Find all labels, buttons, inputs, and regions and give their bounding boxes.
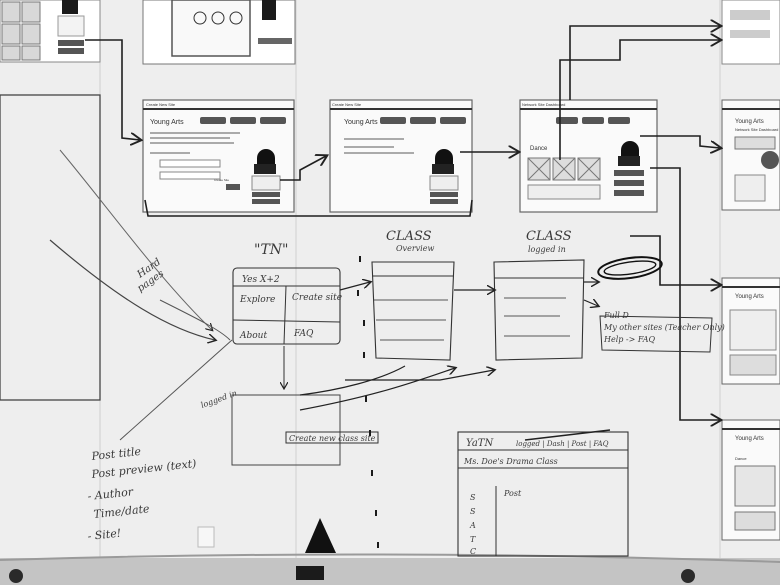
svg-text:CLASS: CLASS (386, 229, 432, 244)
brand-label: Young Arts (735, 294, 764, 300)
wireframe-top-middle (142, 0, 296, 65)
svg-text:Ms. Doe's Drama Class: Ms. Doe's Drama Class (463, 457, 558, 466)
flow-connectors (85, 26, 720, 420)
sketch-class-overview: CLASS Overview (371, 229, 455, 361)
screen-title: Network Site Dashboard (522, 102, 565, 107)
sketch-quadrant: Create site (292, 293, 342, 303)
sketch-class-dashboard: YaTN logged | Dash | Post | FAQ Ms. Doe'… (457, 429, 629, 557)
create-site-label: Create Site (214, 178, 229, 182)
svg-text:Help -> FAQ: Help -> FAQ (603, 335, 656, 344)
svg-text:C: C (470, 547, 476, 556)
svg-text:- Author: - Author (87, 485, 134, 503)
binder-clip-icon (305, 518, 336, 553)
wireframe-screen-network-dashboard: Network Site Dashboard Dance (519, 99, 658, 213)
svg-text:Yes X+2: Yes X+2 (242, 275, 280, 285)
svg-text:Dance: Dance (735, 456, 747, 461)
svg-text:logged | Dash | Post | FAQ: logged | Dash | Post | FAQ (516, 440, 609, 448)
svg-text:S: S (470, 493, 476, 502)
magnet-icon (9, 569, 23, 583)
sketch-quadrant: About (239, 331, 267, 341)
sketch-class-logged-in: CLASS logged in Full D My other sites (T… (493, 229, 725, 361)
svg-text:A: A (469, 521, 476, 530)
brand-label: Young Arts (344, 119, 378, 126)
svg-text:S: S (470, 507, 476, 516)
wireframe-right-3: Young Arts Dance (721, 419, 780, 541)
svg-text:Create new class site: Create new class site (289, 434, 376, 443)
wireframe-right-2: Young Arts (721, 277, 780, 385)
sketch-left-notes: Hard pages (49, 149, 231, 340)
brand-label: Young Arts (150, 119, 184, 126)
sketch-label: "TN" (254, 242, 288, 258)
svg-text:logged in: logged in (528, 245, 566, 254)
wireframe-screen-site-setup: Create New Site Young Arts (329, 99, 473, 213)
svg-text:Post title: Post title (90, 445, 142, 463)
magnet-icon (681, 569, 695, 583)
brand-label: Young Arts (735, 436, 764, 442)
svg-text:Post: Post (503, 489, 522, 498)
wireframe-screen-create-site: Create New Site Young Arts Create Site (142, 99, 295, 213)
wireframe-right-1: Young Arts Network Site Dashboard (721, 99, 780, 211)
wireframe-top-left (0, 0, 101, 63)
brand-label: Young Arts (735, 119, 764, 125)
svg-text:Network Site Dashboard: Network Site Dashboard (735, 127, 778, 132)
paper-sheet (0, 0, 780, 560)
svg-text:Overview: Overview (396, 244, 434, 253)
screen-title: Create New Site (146, 102, 176, 107)
svg-text:Time/date: Time/date (93, 502, 151, 521)
sketch-arrows (299, 282, 598, 411)
sketch-quadrant: Explore (239, 295, 275, 305)
svg-text:Full D: Full D (603, 311, 629, 320)
screen-title: Create New Site (332, 102, 362, 107)
sketch-quadrant: FAQ (293, 329, 314, 339)
dashed-separator (357, 256, 379, 548)
svg-text:CLASS: CLASS (526, 229, 572, 244)
magnet-icon (296, 566, 324, 580)
brand-label: Dance (530, 146, 548, 152)
svg-text:YaTN: YaTN (466, 438, 494, 449)
svg-text:- Site!: - Site! (87, 527, 122, 543)
svg-text:My other sites (Teacher Only): My other sites (Teacher Only) (603, 323, 725, 332)
svg-text:T: T (470, 535, 476, 544)
